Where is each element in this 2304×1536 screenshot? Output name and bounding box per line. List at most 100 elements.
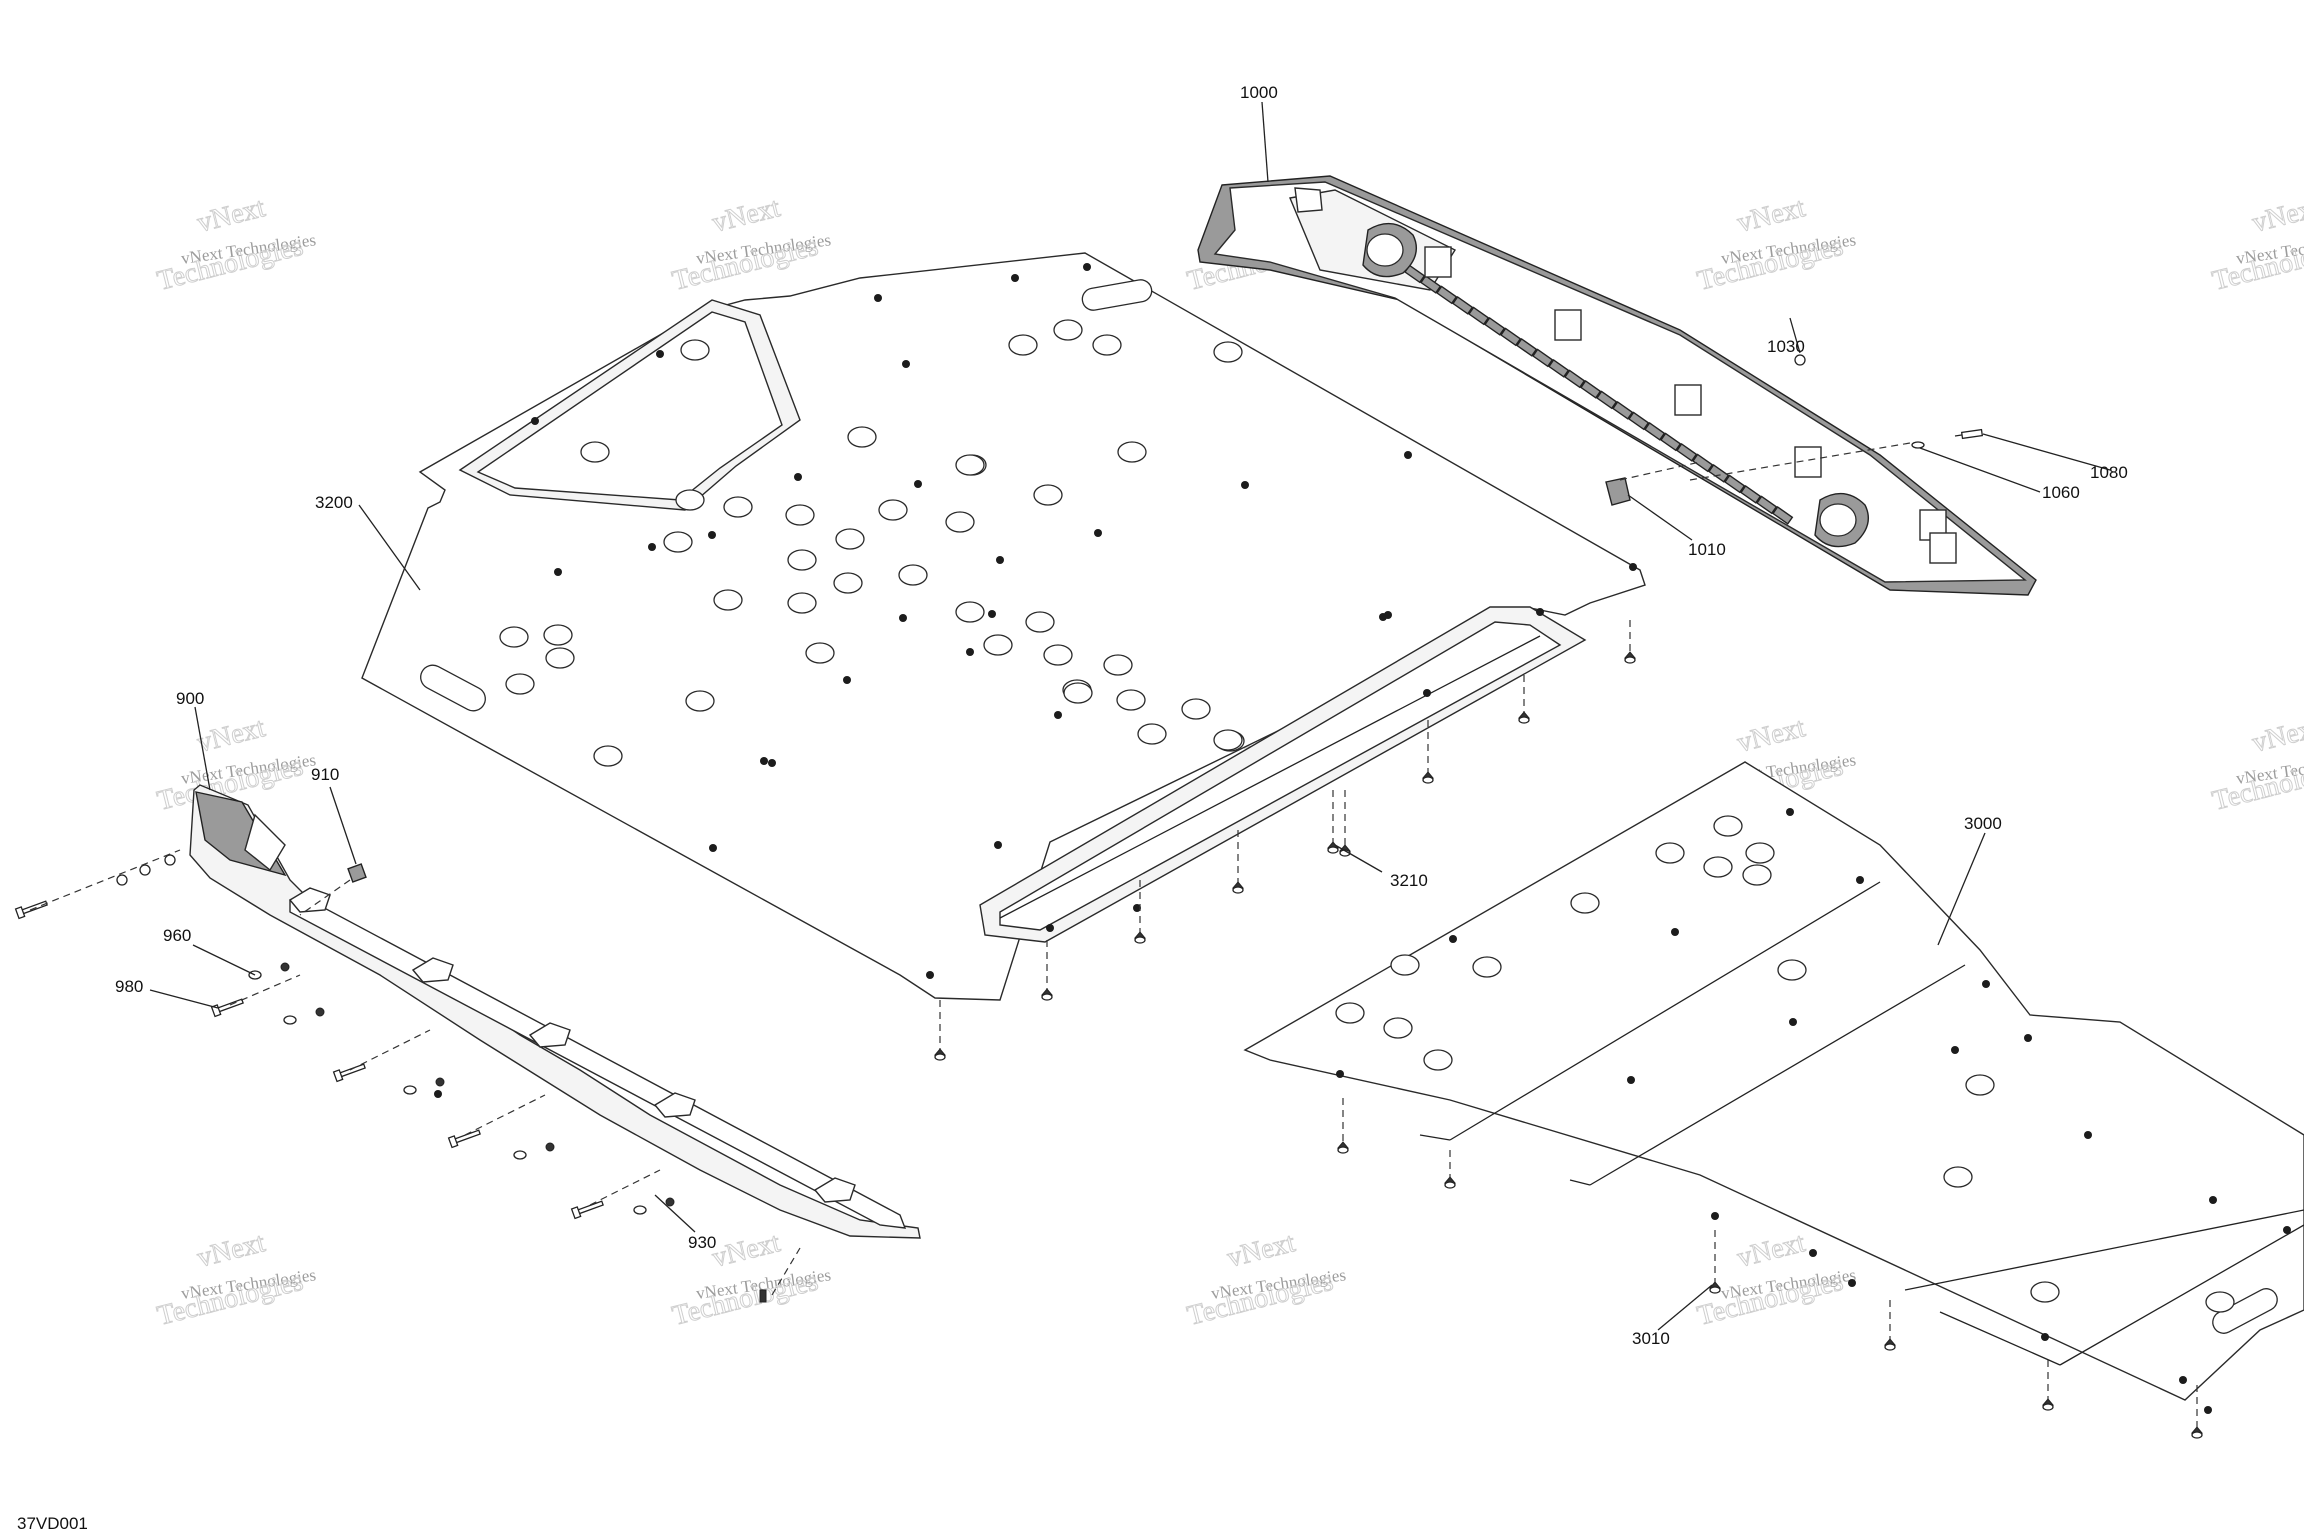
panel-hole — [1745, 842, 1775, 864]
bumper-rib — [1500, 327, 1522, 347]
rail-tabs — [288, 887, 856, 1203]
rivet — [2041, 1333, 2049, 1341]
fastener — [1422, 776, 1434, 784]
panel-hole — [1008, 334, 1038, 356]
panel-fasteners — [933, 620, 2204, 1439]
bolt — [570, 1200, 604, 1220]
callout-960: 960 — [163, 926, 191, 945]
nut — [665, 1197, 675, 1207]
rivet — [914, 480, 922, 488]
nut-1030 — [1789, 317, 1806, 366]
panel-hole — [787, 592, 817, 614]
panel-rivets — [1336, 808, 2291, 1414]
washer — [139, 864, 151, 876]
panel-hole — [1655, 842, 1685, 864]
callout-930: 930 — [688, 1233, 716, 1252]
bolt — [14, 900, 48, 920]
fastener — [2042, 1403, 2054, 1411]
watermark-line: Technologies — [1694, 1266, 1846, 1332]
panel-hole — [1703, 856, 1733, 878]
rail-tab — [813, 1177, 856, 1203]
callout-1060: 1060 — [2042, 483, 2080, 502]
floor-panel-3000 — [1243, 761, 2304, 1414]
assembly-line — [29, 849, 181, 911]
rivet — [1379, 613, 1387, 621]
assembly-line — [589, 1169, 661, 1206]
rivet — [926, 971, 934, 979]
rivet — [794, 473, 802, 481]
watermark-mark: vNext — [2249, 712, 2304, 759]
watermark-mark: vNext — [1734, 1227, 1808, 1274]
panel-hole — [835, 528, 865, 550]
assembly-line — [771, 1247, 801, 1296]
fastener — [1444, 1181, 1456, 1189]
washer — [633, 1205, 647, 1215]
panel-hole — [878, 499, 908, 521]
panel-hole — [505, 673, 535, 695]
rivet — [1951, 1046, 1959, 1054]
bumper-rib — [1660, 432, 1682, 452]
figure-id: 37VD001 — [17, 1514, 88, 1533]
panel-hole — [1390, 954, 1420, 976]
panel-hole — [1033, 484, 1063, 506]
panel-hole — [833, 572, 863, 594]
panel-hole — [983, 634, 1013, 656]
panel-hole — [1570, 892, 1600, 914]
bumper-rib — [1740, 484, 1762, 504]
panel-hole — [1943, 1166, 1973, 1188]
rivet — [1336, 1070, 1344, 1078]
watermark-mark: vNext — [1224, 1227, 1298, 1274]
rivet — [531, 417, 539, 425]
fastener — [934, 1053, 946, 1061]
bumper-ribs — [1404, 246, 1957, 564]
fastener — [1337, 1146, 1349, 1154]
fastener — [1518, 716, 1530, 724]
rail-tab — [528, 1022, 571, 1048]
rivet — [1856, 876, 1864, 884]
rivet — [2283, 1226, 2291, 1234]
floor-panel-3200 — [361, 252, 1646, 1098]
panel-hole — [685, 690, 715, 712]
washer — [116, 874, 128, 886]
panel-hole — [1181, 698, 1211, 720]
bumper-rib — [1580, 379, 1602, 399]
rail-tab — [288, 887, 331, 913]
callout-3210: 3210 — [1390, 871, 1428, 890]
callout-1010: 1010 — [1688, 540, 1726, 559]
rivet — [996, 556, 1004, 564]
panel-hole — [1777, 959, 1807, 981]
side-rail-900 — [189, 784, 921, 1239]
callout-910: 910 — [311, 765, 339, 784]
bumper-rib — [1628, 411, 1650, 431]
panel-rivets — [434, 263, 1637, 1098]
bumper-rib — [1772, 505, 1794, 525]
rivet — [554, 568, 562, 576]
watermark-mark: vNext — [709, 1227, 783, 1274]
rivet — [434, 1090, 442, 1098]
rivet — [1627, 1076, 1635, 1084]
panel-hole — [1213, 729, 1243, 751]
rivet — [1789, 1018, 1797, 1026]
bumper-rib — [1436, 285, 1458, 305]
fastener — [1232, 886, 1244, 894]
callout-980: 980 — [115, 977, 143, 996]
washer — [164, 854, 176, 866]
assembly-line — [229, 974, 301, 1006]
bumper-rib — [1756, 495, 1778, 515]
fastener — [2191, 1431, 2203, 1439]
bumper-1000 — [1197, 175, 2037, 596]
bolt — [759, 1289, 767, 1303]
watermark-line: Technologies — [154, 1266, 306, 1332]
rail-tab — [411, 957, 454, 983]
watermark-mark: vNext — [1734, 192, 1808, 239]
rivet — [1423, 689, 1431, 697]
rivet — [1848, 1279, 1856, 1287]
bumper-rib — [1676, 442, 1698, 462]
bumper-rib — [1420, 274, 1442, 294]
panel-holes — [1335, 815, 2235, 1313]
rivet — [760, 757, 768, 765]
panel-hole — [1103, 654, 1133, 676]
